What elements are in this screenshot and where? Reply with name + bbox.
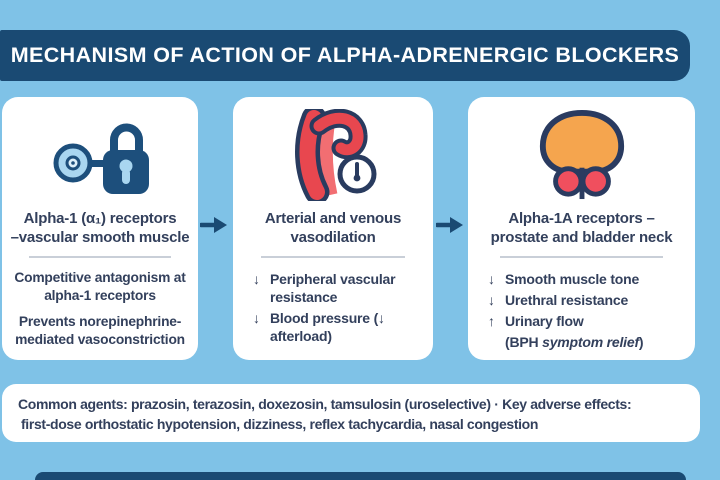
card-point-text: Urethral resistance (505, 292, 629, 308)
card-title-line: Alpha-1 (α₁) receptors (23, 210, 177, 227)
note-suffix: ) (638, 334, 644, 350)
card-title-line: prostate and bladder neck (490, 229, 673, 246)
agents-note-bar: Common agents: prazosin, terazosin, doxe… (2, 384, 700, 442)
card-title-line: Arterial and venous (264, 210, 402, 227)
card-point-text: Urinary flow (505, 313, 584, 329)
title-banner: MECHANISM OF ACTION OF ALPHA-ADRENERGIC … (0, 30, 690, 81)
card-title: Alpha-1A receptors – prostate and bladde… (491, 209, 673, 247)
card-point: ↑ Urinary flow (488, 312, 683, 330)
divider (261, 256, 405, 258)
card-point: Competitive antagonism at alpha-1 recept… (14, 270, 186, 303)
next-section-bar (35, 472, 686, 480)
card-title-line: Alpha-1A receptors – (508, 210, 655, 227)
card-point: ↓ Peripheral vascular resistance (253, 270, 421, 306)
card-point: ↓ Smooth muscle tone (488, 270, 683, 288)
card-vasodilation: Arterial and venous vasodilation ↓ Perip… (233, 97, 433, 360)
card-alpha1a-receptors: Alpha-1A receptors – prostate and bladde… (468, 97, 695, 360)
card-points: ↓ Peripheral vascular resistance ↓ Blood… (233, 265, 433, 348)
divider (499, 256, 664, 258)
receptor-key-lock-icon (48, 97, 152, 201)
page-title: MECHANISM OF ACTION OF ALPHA-ADRENERGIC … (10, 43, 680, 67)
card-title-line: –vascular smooth muscle (10, 229, 190, 246)
divider (29, 256, 171, 258)
down-arrow-glyph: ↓ (253, 271, 260, 287)
note-prefix: (BPH (505, 334, 543, 350)
card-title: Alpha-1 (α₁) receptors –vascular smooth … (11, 209, 190, 247)
down-arrow-glyph: ↓ (488, 271, 495, 287)
card-point-text: Peripheral vascular resistance (270, 271, 396, 305)
card-point: ↓ Urethral resistance (488, 291, 683, 309)
agents-line: Common agents: prazosin, terazosin, doxe… (18, 396, 632, 412)
card-point-note: (BPH symptom relief) (488, 333, 683, 351)
note-italic: symptom relief (542, 334, 639, 350)
artery-pressure-gauge-icon (283, 97, 383, 201)
card-title-line: vasodilation (290, 229, 376, 246)
card-alpha1-receptors: Alpha-1 (α₁) receptors –vascular smooth … (2, 97, 198, 360)
card-point-text: Smooth muscle tone (505, 271, 640, 287)
prostate-bladder-icon (531, 97, 633, 201)
right-arrow-icon (198, 215, 228, 235)
down-arrow-glyph: ↓ (488, 292, 495, 308)
up-arrow-glyph: ↑ (488, 313, 495, 329)
right-arrow-icon (434, 215, 464, 235)
down-arrow-glyph: ↓ (253, 310, 260, 326)
card-point: Prevents norepinephrine-mediated vasocon… (15, 314, 185, 347)
card-points: ↓ Smooth muscle tone ↓ Urethral resistan… (468, 265, 695, 351)
card-point-text: Blood pressure (↓ afterload) (270, 310, 385, 344)
adverse-effects-line: first-dose orthostatic hypotension, dizz… (21, 416, 539, 432)
card-point: ↓ Blood pressure (↓ afterload) (253, 309, 421, 345)
card-title: Arterial and venous vasodilation (265, 209, 401, 247)
